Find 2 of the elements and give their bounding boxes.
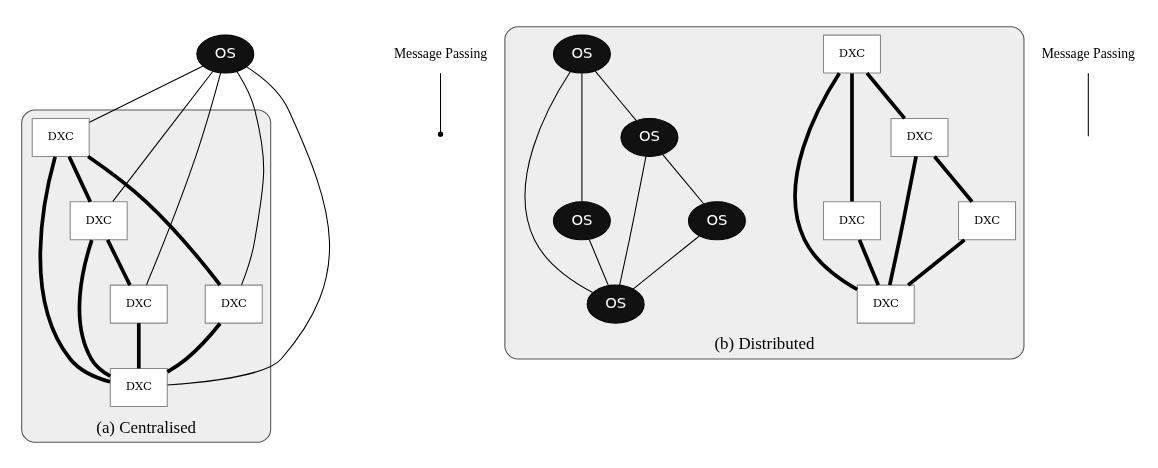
- node-text: Message Passing: [1041, 45, 1135, 61]
- node-text: Message Passing: [393, 45, 488, 61]
